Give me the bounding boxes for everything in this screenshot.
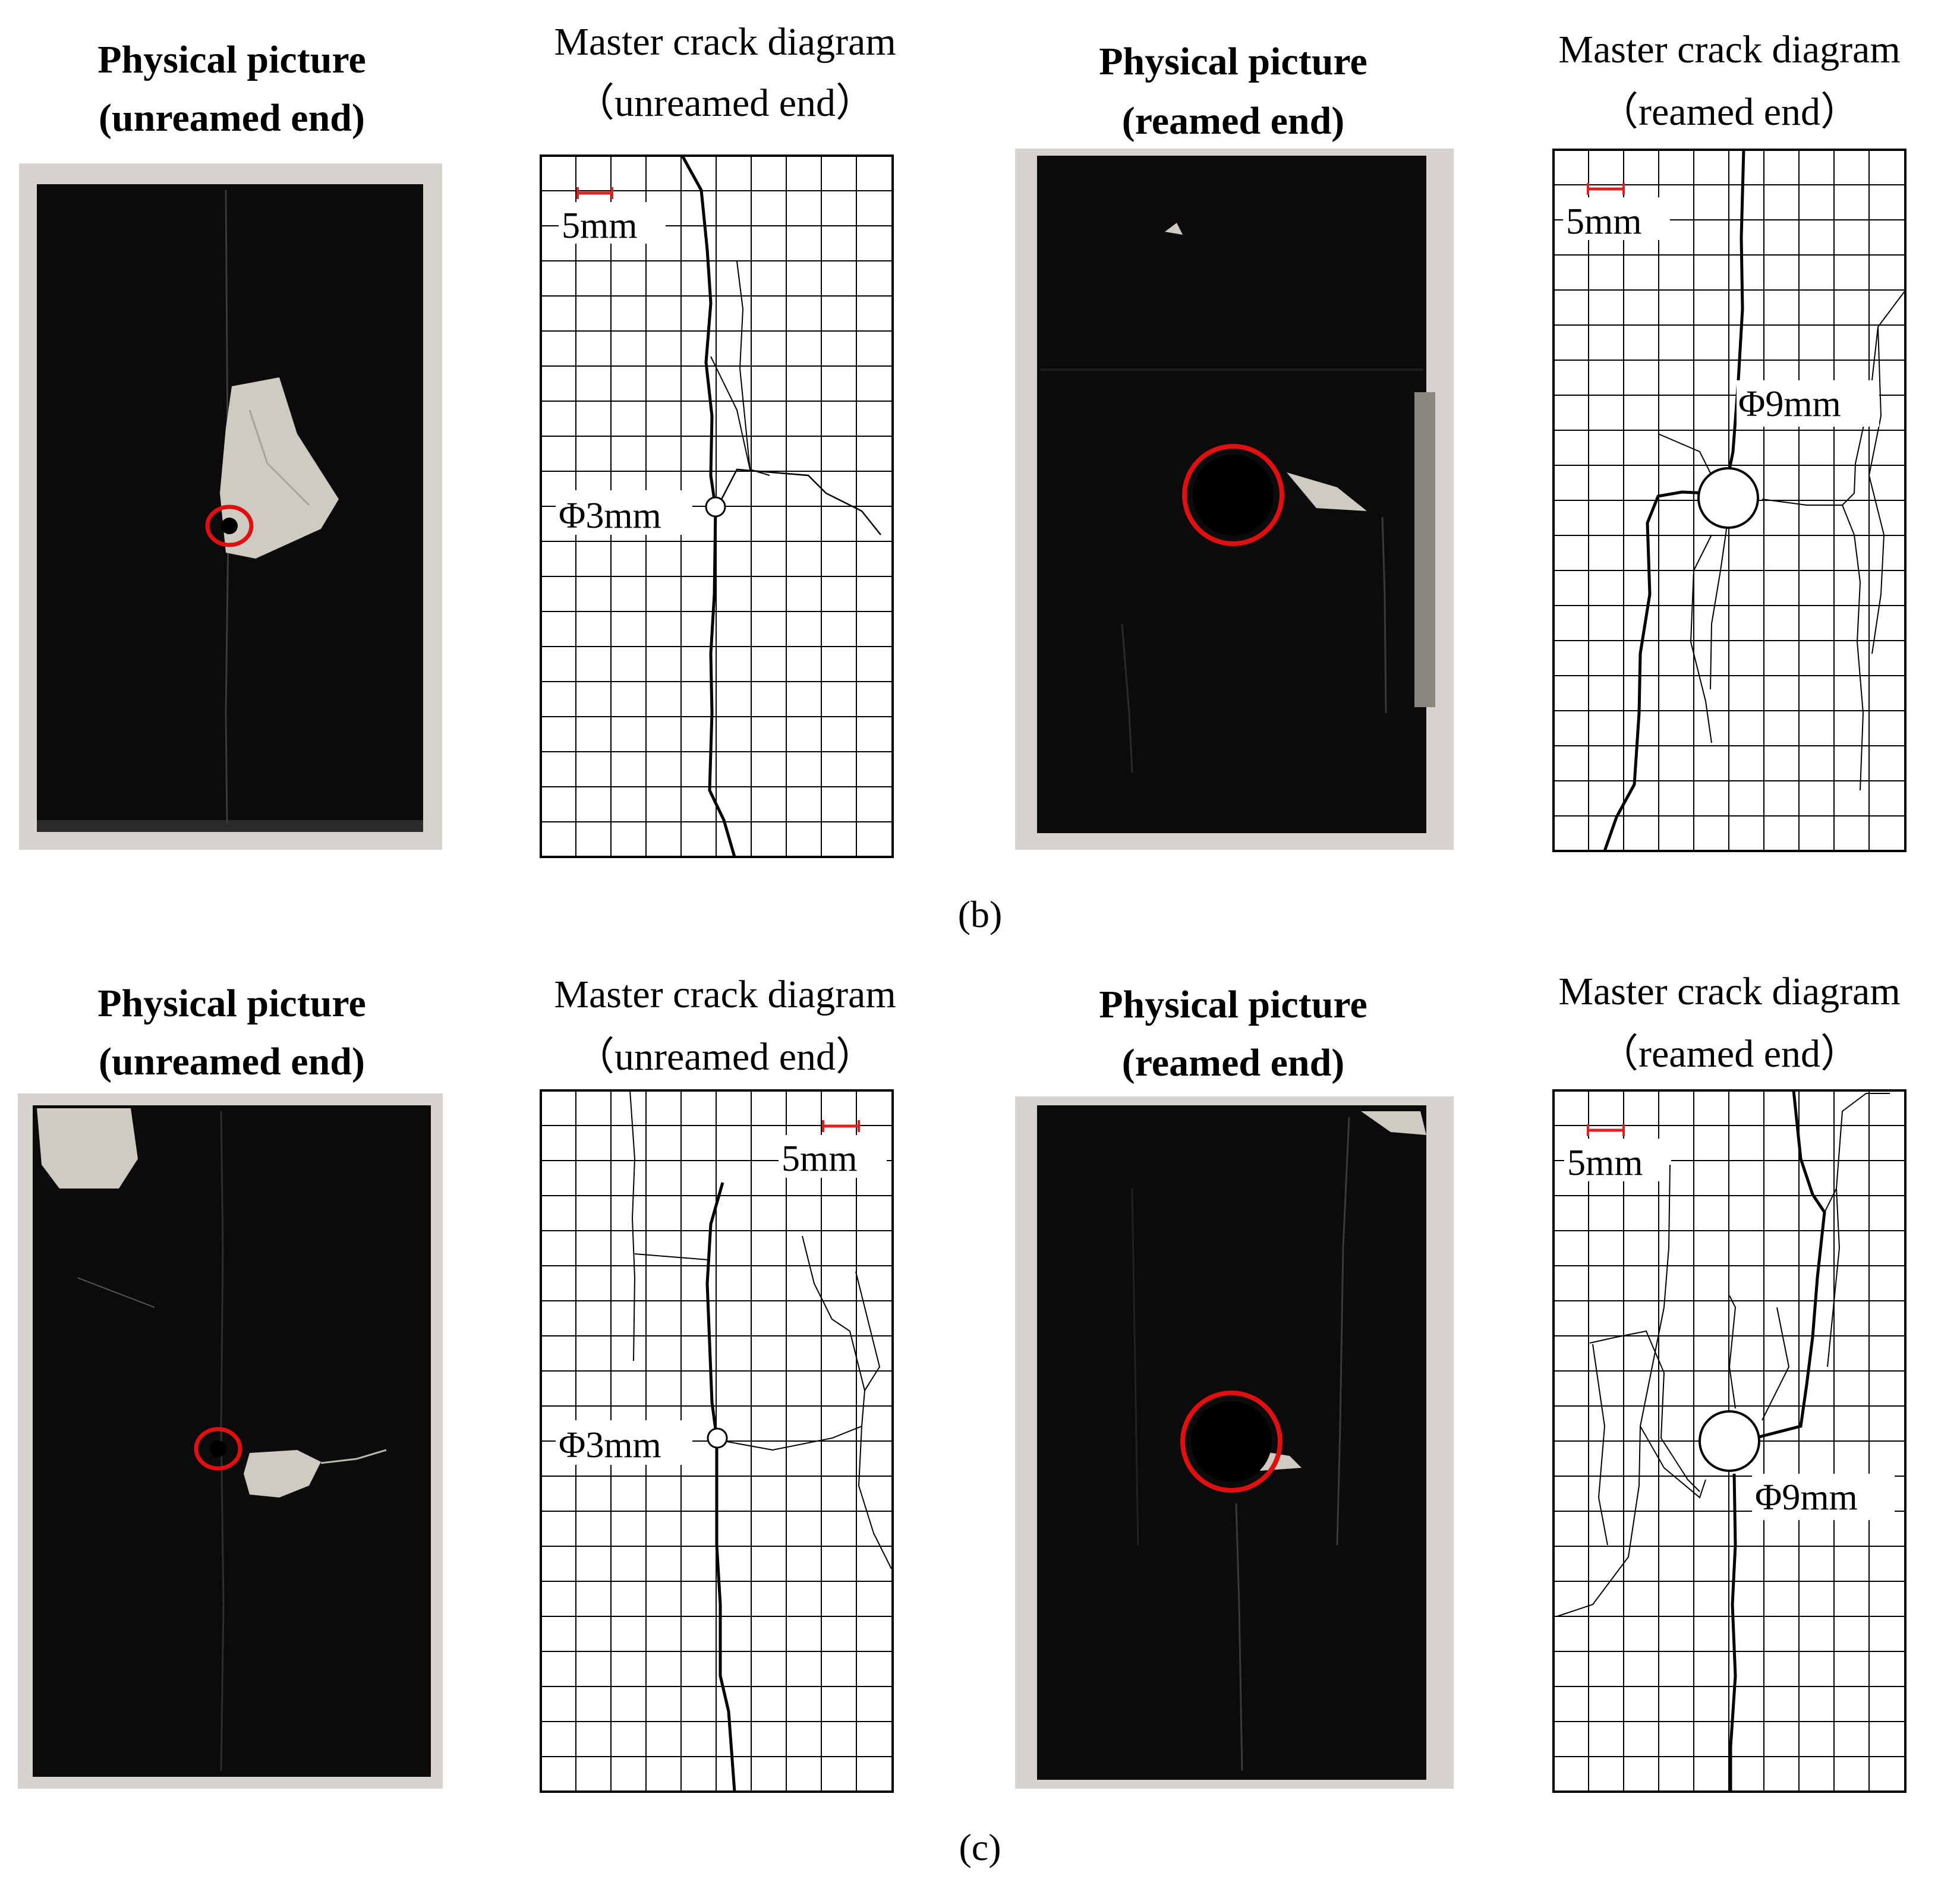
row-c-diagram-reamed: 5mm Φ9mm bbox=[1552, 1089, 1907, 1793]
row-b-diagram-unreamed: 5mm Φ3mm bbox=[540, 155, 894, 858]
row-c-photo2-title-1: Physical picture bbox=[1099, 983, 1367, 1026]
row-b-label: (b) bbox=[958, 893, 1003, 935]
row-c-diagram1-title-1: Master crack diagram bbox=[554, 973, 896, 1016]
row-b-photo2-title-2: (reamed end) bbox=[1122, 99, 1345, 143]
row-b-diagram2-title-2: （reamed end） bbox=[1599, 90, 1860, 134]
row-b-diagram1-title-1: Master crack diagram bbox=[554, 20, 896, 64]
row-c-diagram1-hole-label: Φ3mm bbox=[559, 1425, 661, 1465]
row-b-diagram1-title-2: （unreamed end） bbox=[575, 81, 875, 125]
row-c-photo2-highlight bbox=[1180, 1391, 1282, 1493]
row-b-photo1-title-1: Physical picture bbox=[97, 38, 366, 81]
row-b-photo2-title-1: Physical picture bbox=[1099, 40, 1367, 83]
row-b-diagram1-scale-label: 5mm bbox=[562, 206, 637, 246]
row-b-photo1-title-2: (unreamed end) bbox=[99, 96, 365, 140]
row-c-photo1-corner-spall bbox=[37, 1108, 138, 1189]
row-b-diagram2-main-crack bbox=[1726, 149, 1745, 476]
row-c-diagram2-hole bbox=[1699, 1410, 1760, 1472]
row-c-diagram2-scale-label: 5mm bbox=[1567, 1143, 1643, 1183]
row-b-photo1-spall bbox=[220, 377, 339, 559]
row-c-diagram2-title-1: Master crack diagram bbox=[1558, 970, 1900, 1013]
row-b-diagram2-hole-label: Φ9mm bbox=[1738, 384, 1841, 424]
row-b-diagram1-branch-crack bbox=[718, 468, 881, 535]
row-c-diagram2-main-crack bbox=[1759, 1090, 1826, 1439]
row-b-photo-unreamed bbox=[19, 163, 442, 850]
row-c-photo2-title-2: (reamed end) bbox=[1122, 1041, 1345, 1085]
row-b-diagram2-scale-label: 5mm bbox=[1566, 201, 1641, 242]
row-b-diagram2-hole bbox=[1697, 467, 1759, 529]
row-c-diagram2-grid bbox=[1553, 1090, 1905, 1792]
row-c-photo1-spall bbox=[244, 1450, 321, 1498]
row-b-diagram2-title-1: Master crack diagram bbox=[1558, 28, 1900, 71]
row-b-photo1-hole bbox=[221, 518, 238, 534]
row-c-diagram1-scale-label: 5mm bbox=[782, 1139, 857, 1179]
row-c-diagram-unreamed: 5mm Φ3mm bbox=[540, 1089, 894, 1793]
row-c-photo2-hole bbox=[1191, 1401, 1272, 1482]
row-c-photo-unreamed bbox=[18, 1093, 443, 1789]
row-c-diagram1-title-2: （unreamed end） bbox=[575, 1035, 875, 1079]
row-b-photo-reamed bbox=[1015, 149, 1454, 850]
row-c-diagram1-hole bbox=[707, 1427, 728, 1449]
row-c-photo1-hole bbox=[210, 1440, 226, 1457]
row-b-diagram1-hole bbox=[705, 496, 726, 518]
row-c-photo1-highlight bbox=[194, 1427, 242, 1471]
row-b-diagram1-hole-label: Φ3mm bbox=[559, 496, 661, 536]
row-b-photo1-highlight bbox=[205, 505, 254, 547]
row-c-diagram2-title-2: （reamed end） bbox=[1599, 1032, 1860, 1076]
row-b-photo2-highlight bbox=[1182, 444, 1284, 546]
row-b-photo2-hole bbox=[1193, 455, 1274, 535]
row-c-label: (c) bbox=[959, 1826, 1001, 1868]
row-c-photo-reamed bbox=[1015, 1096, 1454, 1789]
row-c-diagram2-hole-label: Φ9mm bbox=[1755, 1477, 1858, 1518]
row-b-diagram-reamed: 5mm Φ9mm bbox=[1552, 149, 1907, 852]
row-c-photo1-title-2: (unreamed end) bbox=[99, 1040, 365, 1083]
row-b-diagram1-main-crack bbox=[680, 155, 736, 858]
row-c-photo1-title-1: Physical picture bbox=[97, 982, 366, 1025]
